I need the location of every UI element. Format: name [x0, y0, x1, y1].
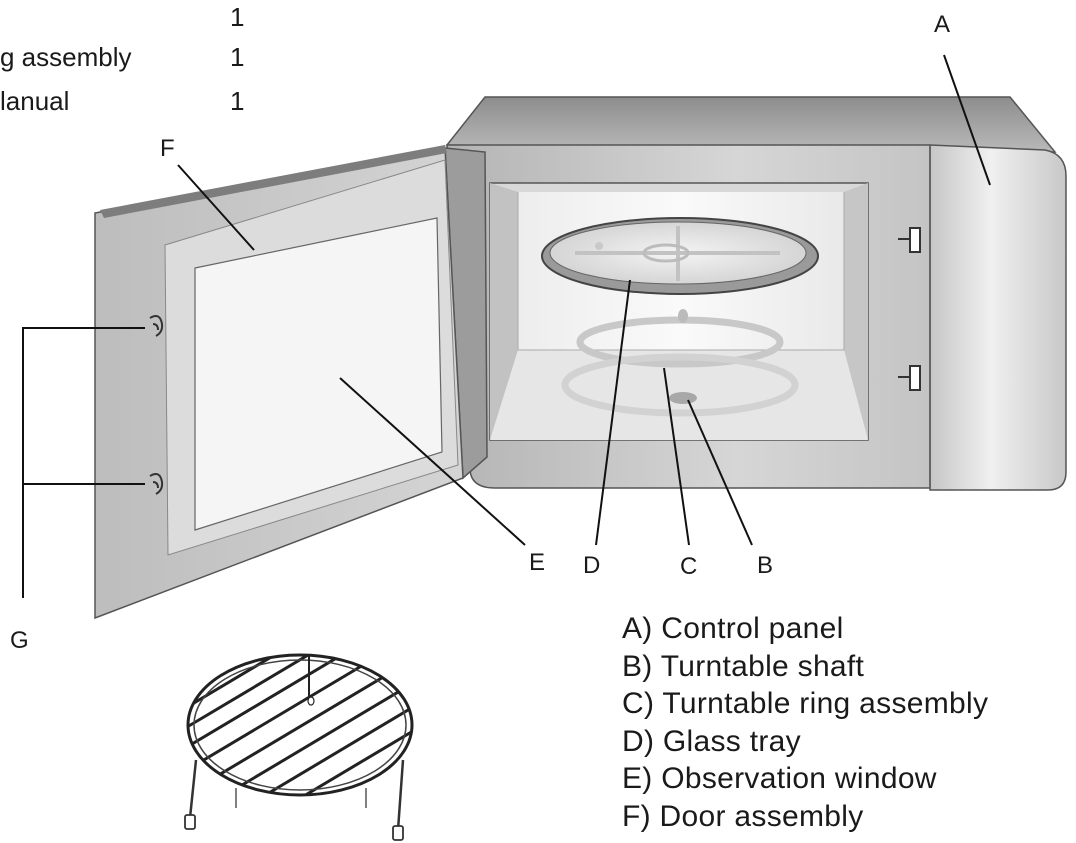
legend-item-a: A) Control panel — [622, 612, 844, 645]
leader-line-b — [687, 399, 753, 546]
callout-a: A — [934, 11, 950, 38]
door-latch-slot-top — [898, 227, 921, 253]
turntable-shaft — [669, 392, 697, 404]
legend-item-d: D) Glass tray — [622, 724, 801, 758]
door-hook-bottom — [149, 473, 164, 495]
parts-list-qty-2: 1 — [230, 42, 245, 72]
leader-line-g — [22, 327, 145, 598]
leader-line-e — [339, 377, 526, 546]
legend-item-f: F) Door assembly — [622, 799, 864, 833]
callout-b: B — [757, 552, 773, 579]
parts-list-qty-1: 1 — [230, 2, 245, 32]
legend-item-b: B) Turntable shaft — [622, 649, 865, 683]
parts-legend: A) Control panel B) Turntable shaft C) T… — [622, 610, 988, 836]
parts-list-item-2: g assembly — [0, 42, 132, 72]
leader-line-c — [663, 367, 690, 546]
door-latch-slot-bottom — [898, 365, 921, 391]
leader-line-d — [595, 279, 631, 546]
door-hook-top — [149, 315, 164, 337]
legend-item-e: E) Observation window — [622, 762, 937, 796]
cooking-rack — [184, 653, 414, 841]
parts-list-qty-3: 1 — [230, 86, 245, 116]
callout-d: D — [583, 552, 600, 579]
callout-f: F — [160, 135, 175, 162]
leader-line-f — [177, 164, 255, 251]
callout-g: G — [10, 627, 29, 654]
legend-item-c: C) Turntable ring assembly — [622, 687, 989, 721]
callout-e: E — [529, 549, 545, 576]
glass-tray — [541, 217, 819, 295]
leader-lines — [22, 54, 991, 598]
leader-line-a — [943, 54, 991, 186]
observation-window — [194, 217, 443, 531]
callout-c: C — [680, 553, 697, 580]
door-assembly — [94, 145, 488, 620]
parts-list-item-3: lanual — [0, 86, 70, 116]
